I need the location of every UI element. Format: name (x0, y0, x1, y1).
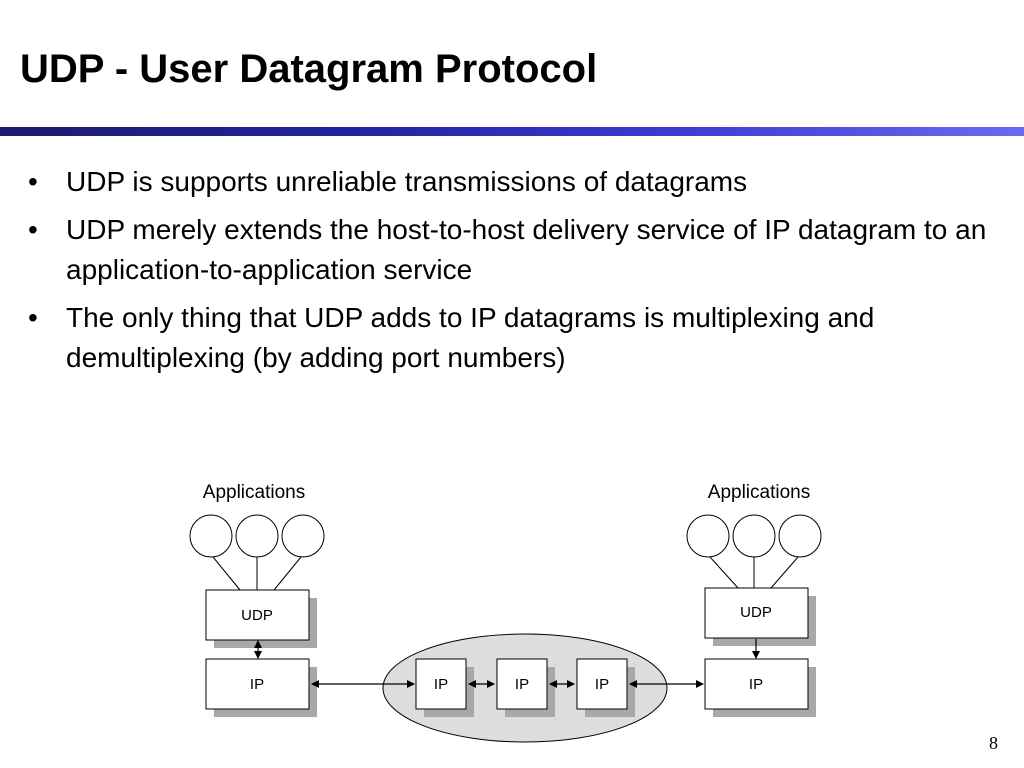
right-applications-label: Applications (708, 482, 810, 503)
right-udp-label: UDP (740, 604, 772, 621)
bullet-list: • UDP is supports unreliable transmissio… (24, 162, 1014, 386)
bullet-text: UDP is supports unreliable transmissions… (66, 166, 748, 197)
right-application-circle (778, 514, 822, 558)
right-app-connector (709, 556, 739, 589)
left-app-connector (273, 556, 302, 591)
left-application-circle (235, 514, 279, 558)
right-ip-label: IP (749, 676, 763, 693)
bullet-dot-icon: • (28, 166, 38, 197)
router-label: IP (515, 676, 529, 693)
right-udp-box (704, 587, 809, 639)
bullet-item: • UDP is supports unreliable transmissio… (24, 162, 1014, 202)
bullet-item: • The only thing that UDP adds to IP dat… (24, 298, 1014, 378)
page-number: 8 (989, 733, 998, 753)
bullet-text: The only thing that UDP adds to IP datag… (66, 302, 875, 373)
right-application-circle (732, 514, 776, 558)
left-applications-label: Applications (203, 482, 305, 503)
udp-network-diagram: Applications UDP IP IP IP IP Application… (189, 482, 822, 743)
router-label: IP (434, 676, 448, 693)
left-app-connector (212, 556, 241, 591)
bullet-dot-icon: • (28, 302, 38, 333)
left-application-circle (281, 514, 325, 558)
left-ip-box (205, 658, 310, 710)
right-app-connector (770, 556, 799, 589)
router-box (576, 658, 628, 710)
left-ip-label: IP (250, 676, 264, 693)
right-application-circle (686, 514, 730, 558)
right-ip-box (704, 658, 809, 710)
title-underline-bar (0, 127, 1024, 136)
router-box (496, 658, 548, 710)
left-application-circle (189, 514, 233, 558)
bullet-dot-icon: • (28, 214, 38, 245)
router-box (415, 658, 467, 710)
bullet-text: UDP merely extends the host-to-host deli… (66, 214, 987, 285)
slide-title: UDP - User Datagram Protocol (20, 47, 598, 91)
left-udp-label: UDP (241, 607, 273, 624)
bullet-item: • UDP merely extends the host-to-host de… (24, 210, 1014, 290)
router-label: IP (595, 676, 609, 693)
